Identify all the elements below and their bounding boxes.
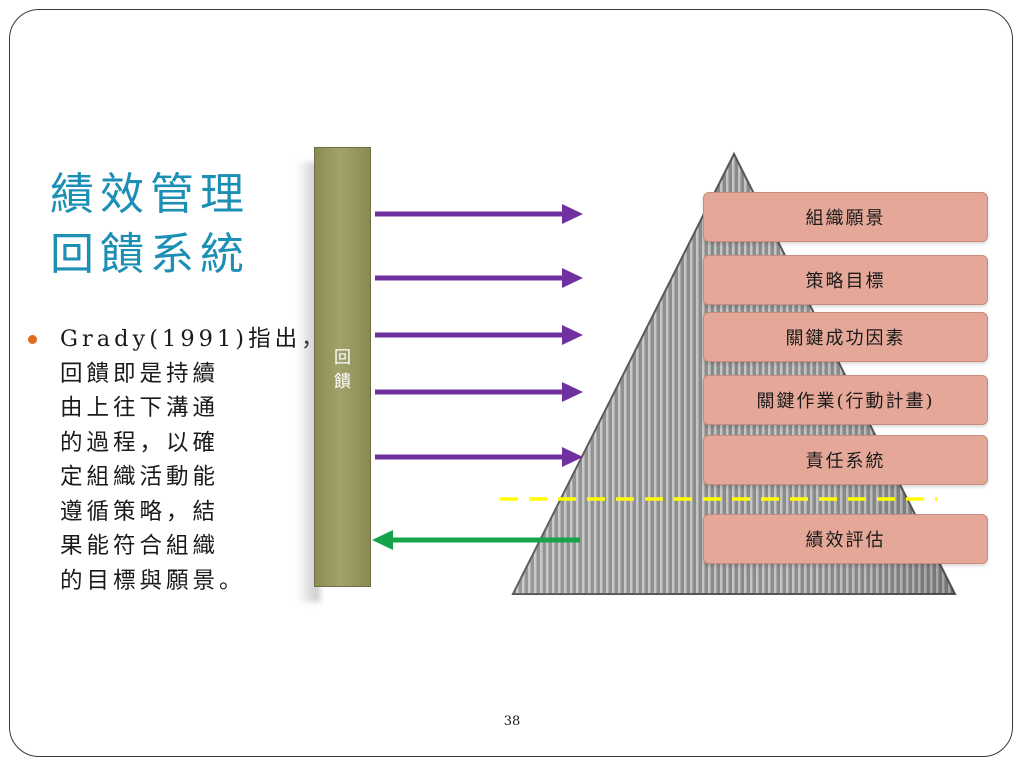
arrow-to-responsibility (375, 447, 583, 467)
bullet-line: 的目標與願景。 (60, 567, 246, 594)
level-box-vision: 組織願景 (703, 192, 988, 242)
bullet-line: 由上往下溝通 (60, 395, 220, 421)
level-label: 績效評估 (805, 530, 886, 551)
feedback-arrow (372, 530, 580, 550)
arrow-to-vision (375, 204, 583, 224)
slide-title: 績效管理 回饋系統 (50, 165, 290, 285)
arrow-to-success-factors (375, 325, 583, 345)
downward-arrows (375, 204, 583, 467)
level-label: 組織願景 (805, 208, 886, 229)
feedback-label-char: 饋 (334, 372, 351, 392)
feedback-bar: 回 饋 (314, 147, 371, 587)
page-number: 38 (503, 714, 521, 729)
bullet-line: 的過程，以確 (60, 429, 220, 456)
title-line-1: 績效管理 (50, 169, 250, 220)
bullet-line: 定組織活動能 (60, 464, 220, 490)
bullet-line: 回饋即是持續 (60, 360, 220, 387)
bullet-line: Grady(1991)指出， (60, 326, 328, 352)
bullet-line: 果能符合組織 (60, 533, 220, 559)
level-label: 關鍵成功因素 (785, 328, 906, 349)
level-box-performance-evaluation: 績效評估 (703, 514, 988, 564)
level-box-responsibility: 責任系統 (703, 435, 988, 485)
feedback-label-char: 回 (334, 348, 351, 368)
title-line-2: 回饋系統 (50, 229, 250, 280)
arrow-to-strategy (375, 268, 583, 288)
arrow-to-key-operations (375, 382, 583, 402)
level-label: 策略目標 (805, 271, 886, 292)
feedback-label: 回 饋 (315, 346, 370, 394)
bullet-icon (28, 335, 37, 344)
level-box-success-factors: 關鍵成功因素 (703, 312, 988, 362)
level-box-key-operations: 關鍵作業(行動計畫) (703, 375, 988, 425)
bullet-text: Grady(1991)指出， 回饋即是持續 由上往下溝通 的過程，以確 定組織活… (60, 322, 330, 598)
bullet-line: 遵循策略，結 (60, 498, 220, 525)
level-box-strategy: 策略目標 (703, 255, 988, 305)
level-label: 關鍵作業(行動計畫) (756, 391, 935, 412)
level-label: 責任系統 (805, 451, 886, 472)
